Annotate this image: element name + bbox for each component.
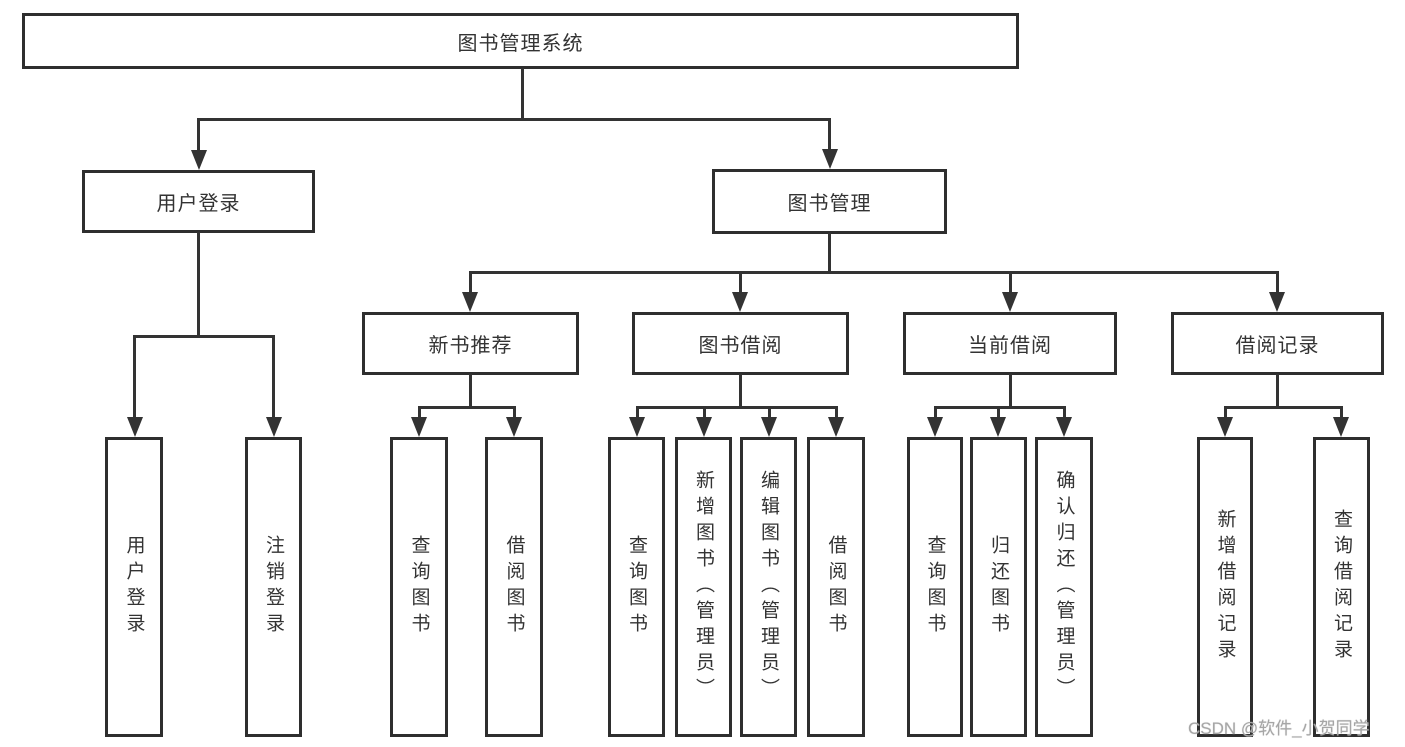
- arrow-down-icon: [1002, 292, 1018, 312]
- connector-line: [997, 406, 1000, 421]
- arrow-down-icon: [1269, 292, 1285, 312]
- node-label: 注销登录: [263, 535, 284, 639]
- node-label: 新书推荐: [428, 335, 513, 357]
- connector-line: [1224, 406, 1343, 409]
- connector-line: [197, 118, 831, 121]
- leaf-user-login: 用户登录: [105, 437, 163, 737]
- leaf-edit-books-admin: 编辑图书（管理员）: [740, 437, 797, 737]
- node-label: 用户登录: [156, 193, 241, 215]
- arrow-down-icon: [822, 149, 838, 169]
- connector-line: [835, 406, 838, 421]
- node-label: 查询借阅记录: [1331, 509, 1352, 665]
- connector-line: [828, 118, 831, 154]
- connector-line: [636, 406, 838, 409]
- connector-line: [513, 406, 516, 421]
- node-label: 新增借阅记录: [1214, 509, 1236, 665]
- connector-line: [739, 374, 742, 409]
- leaf-borrow-books-recommend: 借阅图书: [485, 437, 543, 737]
- connector-line: [1009, 374, 1012, 409]
- connector-line: [768, 406, 771, 421]
- node-label: 查询图书: [924, 535, 946, 639]
- node-label: 借阅图书: [503, 535, 525, 639]
- arrow-down-icon: [1217, 417, 1233, 437]
- leaf-return-books: 归还图书: [970, 437, 1027, 737]
- leaf-query-books-borrowing: 查询图书: [608, 437, 665, 737]
- arrow-down-icon: [191, 150, 207, 170]
- node-book-borrowing: 图书借阅: [632, 312, 849, 375]
- connector-line: [133, 335, 275, 338]
- connector-line: [197, 232, 200, 338]
- connector-line: [636, 406, 639, 421]
- arrow-down-icon: [927, 417, 943, 437]
- connector-line: [418, 406, 421, 421]
- watermark: CSDN @软件_小贺同学: [1188, 719, 1370, 738]
- leaf-borrow-books: 借阅图书: [807, 437, 865, 737]
- arrow-down-icon: [629, 417, 645, 437]
- arrow-down-icon: [127, 417, 143, 437]
- connector-line: [703, 406, 706, 421]
- arrow-down-icon: [1056, 417, 1072, 437]
- arrow-down-icon: [411, 417, 427, 437]
- leaf-query-books-recommend: 查询图书: [390, 437, 448, 737]
- connector-line: [739, 271, 742, 296]
- node-label: 编辑图书（管理员）: [758, 470, 779, 704]
- node-label: 图书借阅: [698, 335, 783, 357]
- connector-line: [1276, 271, 1279, 296]
- node-borrowing-records: 借阅记录: [1171, 312, 1384, 375]
- node-label: 图书管理: [787, 193, 872, 215]
- connector-line: [469, 271, 1279, 274]
- arrow-down-icon: [761, 417, 777, 437]
- node-label: 查询图书: [408, 535, 430, 639]
- leaf-add-books-admin: 新增图书（管理员）: [675, 437, 732, 737]
- arrow-down-icon: [732, 292, 748, 312]
- arrow-down-icon: [462, 292, 478, 312]
- node-current-borrowing: 当前借阅: [903, 312, 1117, 375]
- connector-line: [828, 233, 831, 274]
- connector-line: [521, 68, 524, 121]
- arrow-down-icon: [266, 417, 282, 437]
- connector-line: [1009, 271, 1012, 296]
- node-library-management-system: 图书管理系统: [22, 13, 1019, 69]
- node-book-management: 图书管理: [712, 169, 947, 234]
- node-label: 借阅图书: [825, 535, 847, 639]
- connector-line: [133, 335, 136, 419]
- connector-line: [197, 118, 200, 154]
- node-new-book-recommend: 新书推荐: [362, 312, 579, 375]
- arrow-down-icon: [696, 417, 712, 437]
- node-label: 图书管理系统: [457, 32, 584, 55]
- connector-line: [934, 406, 937, 421]
- arrow-down-icon: [1333, 417, 1349, 437]
- leaf-query-books-current: 查询图书: [907, 437, 963, 737]
- connector-line: [418, 406, 516, 409]
- leaf-query-borrow-record: 查询借阅记录: [1313, 437, 1370, 737]
- arrow-down-icon: [828, 417, 844, 437]
- node-label: 归还图书: [988, 535, 1009, 639]
- connector-line: [469, 374, 472, 409]
- leaf-add-borrow-record: 新增借阅记录: [1197, 437, 1253, 737]
- connector-line: [934, 406, 1066, 409]
- node-label: 确认归还（管理员）: [1053, 470, 1075, 704]
- leaf-confirm-return-admin: 确认归还（管理员）: [1035, 437, 1093, 737]
- connector-line: [1340, 406, 1343, 421]
- connector-line: [1276, 374, 1279, 409]
- arrow-down-icon: [990, 417, 1006, 437]
- node-user-login: 用户登录: [82, 170, 315, 233]
- arrow-down-icon: [506, 417, 522, 437]
- node-label: 用户登录: [123, 535, 145, 639]
- connector-line: [469, 271, 472, 296]
- node-label: 查询图书: [626, 535, 647, 639]
- connector-line: [272, 335, 275, 419]
- connector-line: [1224, 406, 1227, 421]
- node-label: 新增图书（管理员）: [693, 470, 714, 704]
- connector-line: [1063, 406, 1066, 421]
- leaf-logout: 注销登录: [245, 437, 302, 737]
- node-label: 借阅记录: [1235, 335, 1320, 357]
- node-label: 当前借阅: [968, 335, 1052, 357]
